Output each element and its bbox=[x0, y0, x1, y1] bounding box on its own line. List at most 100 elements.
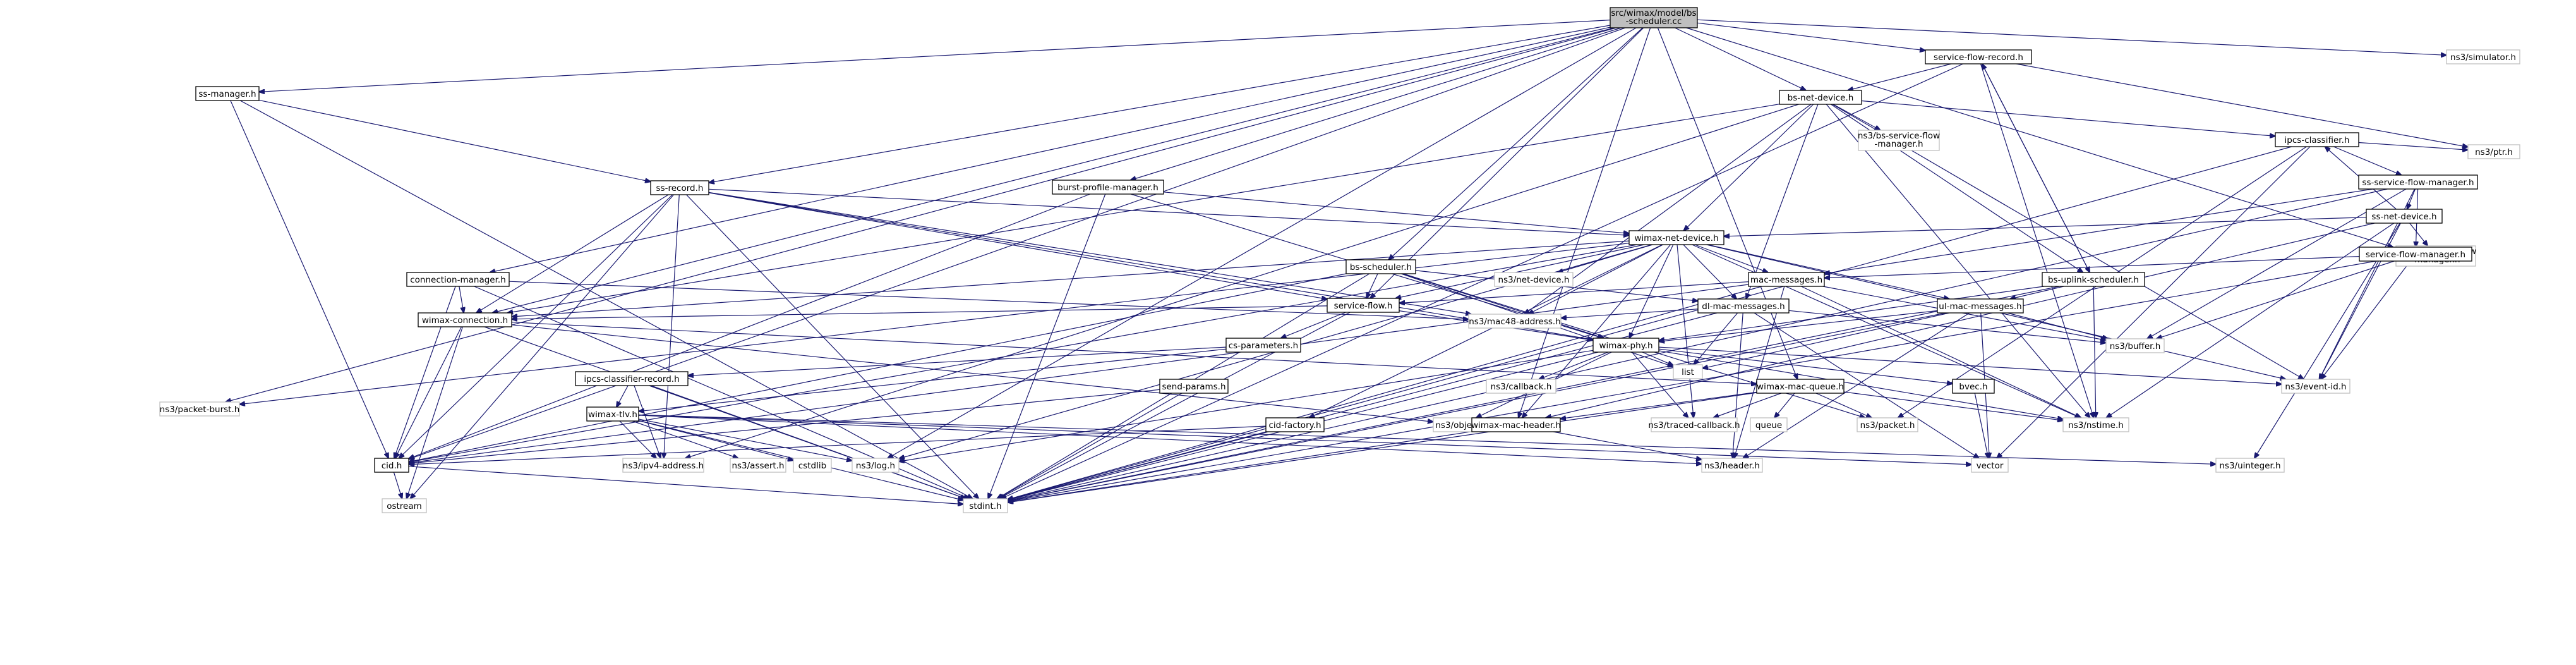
node-wnd[interactable]: wimax-net-device.h bbox=[1628, 230, 1724, 245]
node-cidf[interactable]: cid-factory.h bbox=[1265, 417, 1325, 432]
edge-wphy-to-nstime bbox=[1658, 350, 2063, 419]
node-label: ns3/packet.h bbox=[1860, 420, 1915, 430]
node-cid[interactable]: cid.h bbox=[374, 458, 409, 473]
node-sfr[interactable]: service-flow-record.h bbox=[1925, 49, 2032, 64]
edge-ulmac-to-stdint bbox=[1008, 312, 1946, 501]
node-label: stdint.h bbox=[969, 501, 1001, 511]
node-stdint: stdint.h bbox=[963, 498, 1008, 513]
edge-ipcscls-to-vector bbox=[1997, 146, 2311, 458]
node-label: ss-manager.h bbox=[198, 89, 256, 99]
node-label: bs-net-device.h bbox=[1788, 93, 1854, 103]
node-connmgr[interactable]: connection-manager.h bbox=[406, 272, 510, 287]
edge-ulmac-to-wphy bbox=[1659, 310, 1938, 342]
node-box bbox=[1697, 298, 1790, 314]
edge-ssrec-to-ipv4 bbox=[664, 194, 680, 458]
edge-sflow-to-wconn bbox=[512, 305, 1328, 319]
edge-ssnet-to-eventid bbox=[2320, 223, 2401, 379]
edge-ipcsrec-to-stdint bbox=[651, 385, 966, 499]
edge-ulmac-to-list bbox=[1702, 312, 1950, 369]
node-csparams[interactable]: cs-parameters.h bbox=[1225, 338, 1301, 353]
node-label: service-flow.h bbox=[1334, 301, 1393, 311]
node-box bbox=[2062, 417, 2129, 432]
node-macmsg[interactable]: mac-messages.h bbox=[1748, 272, 1825, 287]
edge-wmh-to-stdint bbox=[1008, 431, 1472, 503]
node-ssmgr[interactable]: ss-manager.h bbox=[195, 86, 260, 101]
node-bpm[interactable]: burst-profile-manager.h bbox=[1052, 180, 1164, 195]
node-root[interactable]: src/wimax/model/bs-scheduler.cc bbox=[1610, 7, 1698, 28]
edge-ssmgr-to-cid bbox=[230, 100, 388, 458]
node-ptr: ns3/ptr.h bbox=[2467, 144, 2520, 159]
node-label: list bbox=[1682, 367, 1694, 377]
edge-connmgr-to-cid bbox=[394, 286, 456, 458]
edge-ssmgr-to-ssrec bbox=[258, 99, 651, 181]
node-sssfm[interactable]: ss-service-flow-manager.h bbox=[2358, 174, 2478, 190]
node-bvec[interactable]: bvec.h bbox=[1952, 379, 1995, 394]
node-label: ns3/header.h bbox=[1704, 461, 1760, 471]
node-wphy[interactable]: wimax-phy.h bbox=[1592, 338, 1659, 353]
node-wmq[interactable]: wimax-mac-queue.h bbox=[1756, 379, 1845, 394]
node-box bbox=[1779, 90, 1862, 105]
edge-sssfm-to-macmsg bbox=[1824, 188, 2373, 274]
edge-wtlv-to-header bbox=[638, 415, 1702, 464]
node-label: ns3/buffer.h bbox=[2110, 341, 2161, 351]
node-ssnet[interactable]: ss-net-device.h bbox=[2366, 209, 2443, 224]
edge-root-to-bsnet bbox=[1675, 27, 1807, 90]
node-ulmac[interactable]: ul-mac-messages.h bbox=[1937, 298, 2024, 314]
edge-wnd-to-cidf bbox=[1309, 244, 1663, 418]
edge-root-to-sfr bbox=[1697, 22, 1925, 51]
edge-bvec-to-vector bbox=[1974, 393, 1988, 458]
node-label: -scheduler.cc bbox=[1626, 16, 1682, 27]
node-ipcscls[interactable]: ipcs-classifier.h bbox=[2275, 132, 2359, 147]
edge-macmsg-to-header bbox=[1734, 286, 1785, 458]
node-wmh[interactable]: wimax-mac-header.h bbox=[1471, 417, 1561, 432]
node-ssrec[interactable]: ss-record.h bbox=[650, 180, 709, 195]
node-queue: queue bbox=[1750, 417, 1788, 432]
node-box bbox=[1925, 49, 2032, 64]
edge-bsnet-to-wconn bbox=[507, 104, 1780, 313]
edge-wmq-to-nstime bbox=[1843, 391, 2063, 420]
node-label: wimax-phy.h bbox=[1599, 341, 1652, 351]
node-sendp[interactable]: send-params.h bbox=[1159, 379, 1229, 394]
node-label: -manager.h bbox=[1874, 139, 1923, 149]
node-bssched[interactable]: bs-scheduler.h bbox=[1345, 259, 1416, 274]
node-label: bvec.h bbox=[1959, 382, 1987, 392]
node-box bbox=[2281, 379, 2350, 394]
node-label: ns3/event-id.h bbox=[2285, 382, 2346, 392]
node-box bbox=[1937, 298, 2024, 314]
edge-sssfm-to-buffer bbox=[2147, 188, 2407, 339]
node-box bbox=[1971, 458, 2009, 473]
node-box bbox=[1750, 417, 1788, 432]
node-box bbox=[2446, 49, 2520, 64]
node-dlmac[interactable]: dl-mac-messages.h bbox=[1697, 298, 1790, 314]
edge-root-to-simulator bbox=[1697, 19, 2447, 55]
edge-ssnet-to-nstime bbox=[2106, 223, 2395, 418]
node-wconn[interactable]: wimax-connection.h bbox=[418, 312, 512, 327]
edge-root-to-wconn bbox=[492, 27, 1615, 313]
node-label: wimax-mac-queue.h bbox=[1757, 382, 1844, 392]
node-sflow[interactable]: service-flow.h bbox=[1327, 298, 1400, 313]
node-bsnet[interactable]: bs-net-device.h bbox=[1779, 90, 1862, 105]
edge-wmh-to-header bbox=[1553, 431, 1702, 460]
edge-ssrec-to-mac48 bbox=[708, 192, 1471, 314]
edge-ipcsrec-to-wtlv bbox=[617, 385, 629, 407]
node-box bbox=[1468, 314, 1562, 329]
edge-sfm-to-stdint bbox=[1008, 260, 2376, 502]
node-ipcsrec[interactable]: ipcs-classifier-record.h bbox=[575, 371, 689, 386]
edge-bpm-to-stdint bbox=[988, 193, 1106, 499]
edge-macmsg-to-stdint bbox=[1008, 286, 1762, 499]
edge-wphy-to-log bbox=[899, 350, 1594, 461]
node-sfm[interactable]: service-flow-manager.h bbox=[2359, 247, 2472, 262]
edge-ulmac-to-buffer bbox=[2007, 312, 2108, 339]
edge-bsup-to-stdint bbox=[1008, 286, 2060, 501]
node-simulator: ns3/simulator.h bbox=[2446, 49, 2520, 64]
node-label: dl-mac-messages.h bbox=[1702, 302, 1785, 312]
node-box bbox=[1673, 364, 1703, 379]
node-wtlv[interactable]: wimax-tlv.h bbox=[586, 406, 639, 422]
node-box bbox=[730, 458, 786, 473]
edge-ssrec-to-wnd bbox=[708, 188, 1629, 235]
node-label: ns3/assert.h bbox=[731, 461, 784, 471]
edge-bsup-to-ulmac bbox=[2010, 286, 2064, 299]
edge-wtlv-to-log bbox=[638, 418, 852, 461]
node-bsup[interactable]: bs-uplink-scheduler.h bbox=[2042, 272, 2145, 287]
edge-wphy-to-tcb bbox=[1631, 351, 1688, 418]
